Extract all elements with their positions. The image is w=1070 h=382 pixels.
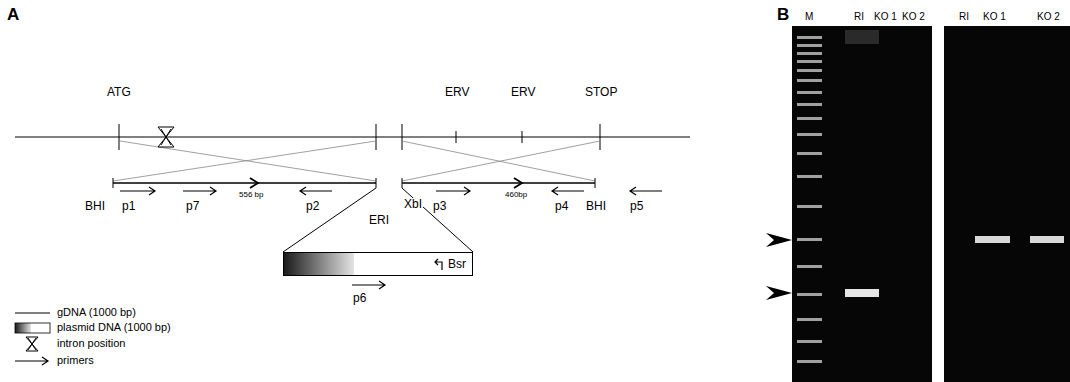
site-tick <box>456 131 457 143</box>
legend-intron <box>26 337 38 351</box>
primer-label: p5 <box>629 200 644 212</box>
gel-well <box>845 30 879 44</box>
site-label: ERI <box>368 214 390 226</box>
site-label: STOP <box>584 86 618 98</box>
site-label: BHI <box>84 200 106 212</box>
gel-band <box>975 236 1010 243</box>
fragment-end <box>113 178 114 188</box>
site-tick <box>600 124 601 150</box>
lane-label: KO 1 <box>873 12 898 22</box>
site-tick <box>119 124 120 150</box>
primer-label: p7 <box>185 200 200 212</box>
site-label: ERV <box>444 86 470 98</box>
legend-line <box>15 312 50 313</box>
primer-label: p3 <box>432 200 447 212</box>
gel-image <box>792 26 932 382</box>
legend-text: intron position <box>56 338 127 349</box>
intron-symbol <box>158 127 174 147</box>
gel-band <box>1030 236 1064 243</box>
size-arrow <box>250 178 258 188</box>
cassette-label: Bsr <box>448 258 466 270</box>
gel-band <box>845 289 879 297</box>
size-marker-arrowhead <box>766 286 792 300</box>
lane-label: KO 2 <box>901 12 926 22</box>
promoter-arrow <box>432 257 445 271</box>
primer-label: p1 <box>121 200 136 212</box>
fragment-end <box>376 178 377 188</box>
site-label: ERV <box>510 86 536 98</box>
gel-image <box>944 26 1070 382</box>
lane-label: KO 1 <box>982 12 1007 22</box>
panel-letter: B <box>776 6 790 23</box>
recombination-lines <box>113 141 600 181</box>
size-arrow <box>514 178 522 188</box>
primer-label: p6 <box>352 292 367 304</box>
plasmid-cassette: Bsr <box>283 252 473 276</box>
primer-arrows <box>120 187 662 289</box>
size-label: 460bp <box>504 191 528 199</box>
fragment-line <box>402 182 595 184</box>
insert-line <box>283 188 376 252</box>
legend-arrow <box>15 357 48 365</box>
genomic-line <box>15 137 690 138</box>
site-label: XbI <box>403 198 423 210</box>
site-tick <box>402 124 403 150</box>
legend-plasmid <box>15 323 50 333</box>
fragment-line <box>113 182 376 184</box>
size-marker-arrowhead <box>766 233 792 247</box>
primer-label: p4 <box>554 200 569 212</box>
lane-label: KO 2 <box>1036 12 1061 22</box>
site-tick <box>376 124 377 150</box>
insert-line <box>402 188 473 252</box>
lane-label: RI <box>853 12 865 22</box>
panel-letter: A <box>6 6 20 23</box>
lane-label: RI <box>958 12 970 22</box>
fragment-end <box>595 178 596 188</box>
site-label: BHI <box>585 200 607 212</box>
legend-text: plasmid DNA (1000 bp) <box>56 322 172 333</box>
site-label: ATG <box>106 86 132 98</box>
marker-ladder <box>797 36 822 363</box>
legend-text: primers <box>56 355 95 366</box>
site-tick <box>522 131 523 143</box>
legend-text: gDNA (1000 bp) <box>56 307 137 318</box>
primer-label: p2 <box>305 200 320 212</box>
fragment-end <box>402 178 403 188</box>
lane-label: M <box>804 12 814 22</box>
size-label: 556 bp <box>238 191 264 199</box>
